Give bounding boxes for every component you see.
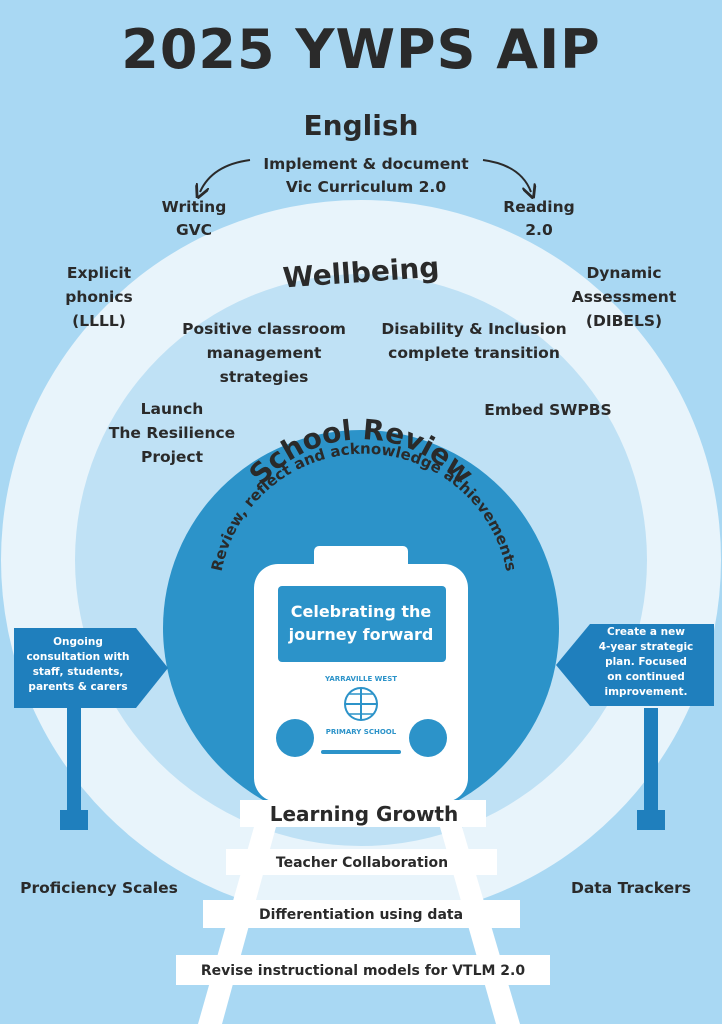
left-sign-board (14, 628, 168, 708)
proficiency-scales-label: Proficiency Scales (20, 879, 178, 897)
logo-top-text: YARRAVILLE WEST (324, 675, 397, 683)
sleeper-label-3: Revise instructional models for VTLM 2.0 (201, 963, 525, 979)
train-light-right (409, 719, 447, 757)
left-sign-pole (67, 708, 81, 814)
poster-title: 2025 YWPS AIP (121, 18, 601, 81)
right-sign-line4: on continued (607, 671, 684, 683)
english-heading: English (304, 109, 419, 142)
disability-line1: Disability & Inclusion (381, 320, 566, 338)
reading-line1: Reading (503, 198, 574, 216)
sleeper-4 (176, 955, 550, 985)
resilience-line1: Launch (141, 400, 204, 418)
right-sign-line1: Create a new (607, 626, 685, 638)
resilience-line2: The Resilience (109, 424, 235, 442)
train-track (176, 800, 550, 1024)
left-sign-line4: parents & carers (28, 681, 127, 693)
school-logo: YARRAVILLE WEST PRIMARY SCHOOL (324, 675, 397, 736)
sleeper-3 (203, 900, 520, 928)
phonics-line1: Explicit (67, 264, 132, 282)
right-sign-line2: 4-year strategic (599, 641, 694, 653)
right-sign-line5: improvement. (605, 686, 688, 698)
train-light-left (276, 719, 314, 757)
phonics-line3: (LLLL) (72, 312, 126, 330)
writing-line2: GVC (176, 221, 212, 239)
learning-growth-label: Learning Growth (270, 802, 459, 826)
positive-line3: strategies (220, 368, 309, 386)
logo-bottom-text: PRIMARY SCHOOL (326, 728, 397, 736)
disability-line2: complete transition (388, 344, 560, 362)
train-screen-line1: Celebrating the (291, 602, 432, 621)
positive-line2: management (207, 344, 322, 362)
train-window (278, 586, 446, 662)
reading-line2: 2.0 (525, 221, 553, 239)
left-sign-base (60, 810, 88, 830)
writing-line1: Writing (162, 198, 227, 216)
right-sign-line3: plan. Focused (605, 656, 687, 668)
sleeper-label-1: Teacher Collaboration (276, 855, 448, 871)
swpbs-label: Embed SWPBS (484, 401, 611, 419)
english-center-line2: Vic Curriculum 2.0 (286, 178, 446, 196)
assessment-line2: Assessment (572, 288, 677, 306)
phonics-line2: phonics (65, 288, 133, 306)
sleeper-label-2: Differentiation using data (259, 907, 463, 923)
assessment-line3: (DIBELS) (586, 312, 662, 330)
left-sign-line2: consultation with (26, 651, 129, 663)
train-screen-line2: journey forward (288, 625, 434, 644)
train-icon: Celebrating the journey forward YARRAVIL… (254, 546, 468, 802)
arrow-right-icon (482, 159, 531, 192)
left-sign-line3: staff, students, (33, 666, 124, 678)
positive-line1: Positive classroom (182, 320, 346, 338)
train-grille (321, 750, 401, 754)
sleeper-2 (226, 849, 497, 875)
right-sign-pole (644, 708, 658, 814)
left-sign-line1: Ongoing (53, 636, 103, 648)
right-sign-board (556, 624, 714, 706)
assessment-line1: Dynamic (586, 264, 661, 282)
left-signpost: Ongoing consultation with staff, student… (14, 628, 168, 830)
sleeper-1 (240, 800, 486, 827)
arrow-left-icon (200, 159, 251, 192)
right-signpost: Create a new 4-year strategic plan. Focu… (556, 624, 714, 830)
english-center-line1: Implement & document (263, 155, 469, 173)
right-sign-base (637, 810, 665, 830)
data-trackers-label: Data Trackers (571, 879, 691, 897)
resilience-line3: Project (141, 448, 204, 466)
